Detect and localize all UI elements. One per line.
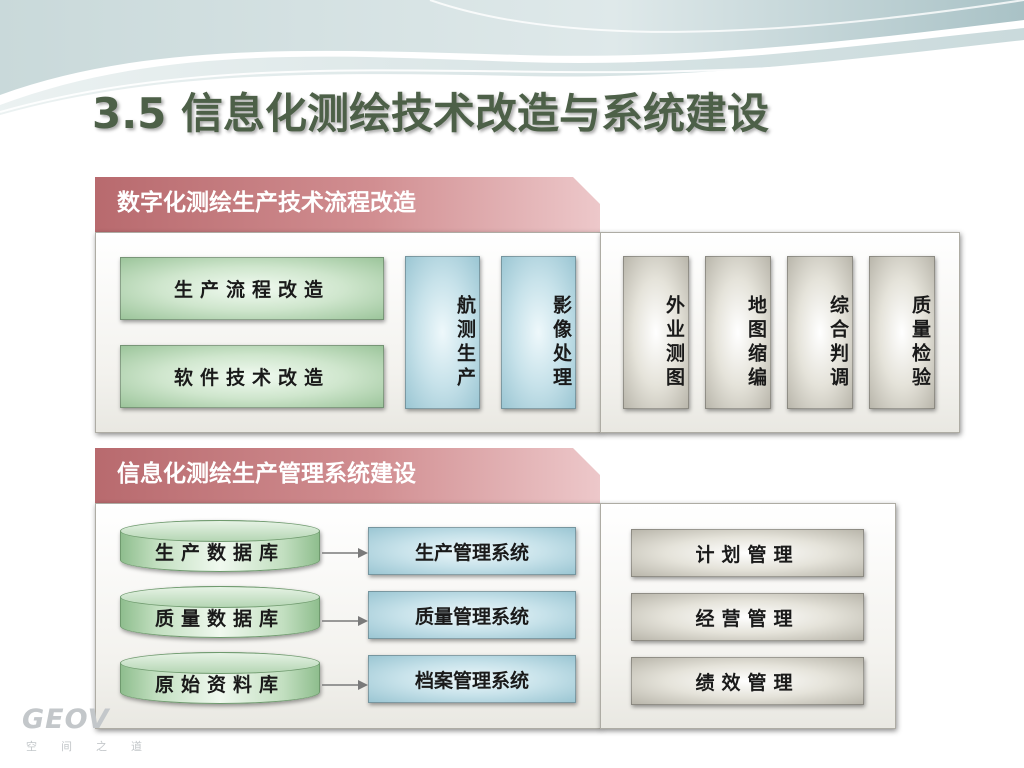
image-processing-box: 影像处理 [501,256,576,409]
business-management-box: 经营管理 [631,593,864,641]
production-management-system: 生产管理系统 [368,527,576,575]
plan-management-box: 计划管理 [631,529,864,577]
quality-database-label: 质量数据库 [154,607,285,630]
logo-text: GEOV [22,704,110,735]
aerial-survey-box: 航测生产 [405,256,480,409]
arrow-right-icon [322,548,368,558]
arrow-right-icon [322,680,368,690]
original-data-database: 原始资料库 [120,652,320,704]
logo-subtitle: 空间之道 [26,740,166,753]
page-title: 3.5 信息化测绘技术改造与系统建设 [92,89,770,138]
quality-database: 质量数据库 [120,586,320,638]
quality-inspection-box: 质量检验 [869,256,935,409]
production-database-label: 生产数据库 [154,541,285,564]
quality-management-system: 质量管理系统 [368,591,576,639]
production-database: 生产数据库 [120,520,320,572]
arrow-right-icon [322,616,368,626]
original-data-database-label: 原始资料库 [154,673,285,696]
section2-tab: 信息化测绘生产管理系统建设 [95,448,600,504]
archive-management-system: 档案管理系统 [368,655,576,703]
section1-tab: 数字化测绘生产技术流程改造 [95,177,600,233]
software-tech-box: 软件技术改造 [120,345,384,408]
field-mapping-box: 外业测图 [623,256,689,409]
production-process-box: 生产流程改造 [120,257,384,320]
map-generalization-box: 地图缩编 [705,256,771,409]
comprehensive-survey-box: 综合判调 [787,256,853,409]
company-logo: GEOV 空间之道 [22,704,142,760]
performance-management-box: 绩效管理 [631,657,864,705]
